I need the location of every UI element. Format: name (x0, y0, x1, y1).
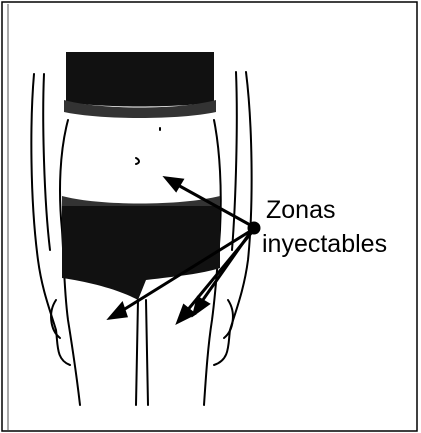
arrowhead-left-thigh (110, 304, 126, 318)
arrowhead-right-thigh-2 (194, 298, 208, 314)
upper-garment (64, 52, 216, 118)
label-inyectables: inyectables (262, 229, 387, 259)
arrowhead-abdomen (166, 178, 182, 190)
lower-garment (62, 196, 220, 300)
arrowhead-right-thigh (178, 306, 194, 322)
label-zonas: Zonas (266, 195, 335, 225)
